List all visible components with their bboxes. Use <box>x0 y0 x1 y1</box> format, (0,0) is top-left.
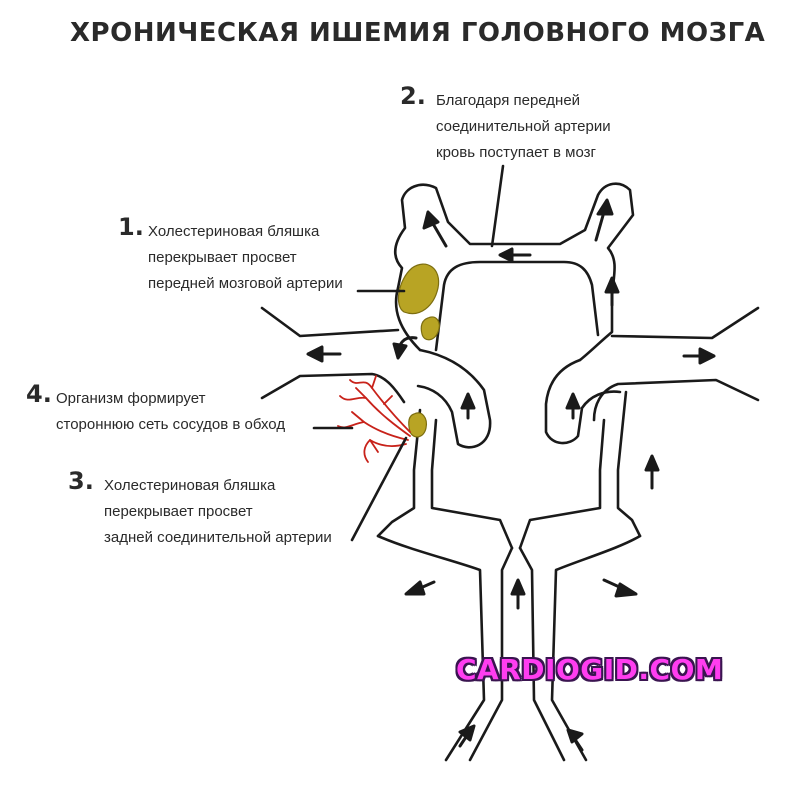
arrow-left-vertebral <box>458 724 476 748</box>
annotation-line: Холестериновая бляшка <box>148 223 320 240</box>
annotation-1: 1. Холестериновая бляшка перекрывает про… <box>118 213 343 297</box>
annotation-line: перекрывает просвет <box>148 249 297 266</box>
arrow-left-ica-head <box>392 342 408 360</box>
leader-lines <box>312 164 505 542</box>
site-watermark: CARDIOGID.COM <box>456 653 724 686</box>
annotation-line: задней соединительной артерии <box>104 529 332 546</box>
arrow-basilar-up <box>510 578 526 610</box>
leader-3 <box>350 436 408 542</box>
annotation-line: передней мозговой артерии <box>148 275 343 292</box>
arrow-right-down <box>602 578 638 598</box>
annotation-number: 4. <box>26 380 52 408</box>
annotation-line: Холестериновая бляшка <box>104 477 276 494</box>
annotation-number: 1. <box>118 213 144 241</box>
annotation-line: кровь поступает в мозг <box>436 144 597 161</box>
annotation-line: стороннюю сеть сосудов в обход <box>56 416 286 433</box>
arrow-right-ica-up <box>565 392 581 420</box>
arrow-right-vertebral <box>566 728 584 752</box>
arrow-right-up-1 <box>604 276 620 307</box>
annotation-3: 3. Холестериновая бляшка перекрывает про… <box>68 467 332 551</box>
arrow-left-mca <box>306 345 342 363</box>
arrow-left-aca <box>422 210 448 248</box>
leader-2 <box>490 164 505 248</box>
annotation-line: Благодаря передней <box>436 92 581 109</box>
arrow-right-mca <box>682 347 716 365</box>
annotation-number: 3. <box>68 467 94 495</box>
arrow-left-ica-up <box>460 392 476 420</box>
arrow-left-down <box>404 580 436 596</box>
arrow-right-aca <box>594 198 614 242</box>
vessel-outlines <box>260 182 760 762</box>
flow-arrows <box>306 198 716 752</box>
annotation-number: 2. <box>400 82 426 110</box>
annotation-2: 2. Благодаря передней соединительной арт… <box>400 82 611 166</box>
annotation-line: перекрывает просвет <box>104 503 253 520</box>
arrow-acom <box>498 247 532 263</box>
page-title: ХРОНИЧЕСКАЯ ИШЕМИЯ ГОЛОВНОГО МОЗГА <box>70 18 766 48</box>
plaque-anterior-small <box>420 316 440 341</box>
arrow-right-pca-up <box>644 454 660 490</box>
annotation-line: Организм формирует <box>56 390 206 407</box>
plaque-anterior <box>397 263 440 315</box>
annotation-line: соединительной артерии <box>436 118 611 135</box>
plaque-posterior <box>408 412 427 438</box>
annotation-4: 4. Организм формирует стороннюю сеть сос… <box>26 380 286 438</box>
